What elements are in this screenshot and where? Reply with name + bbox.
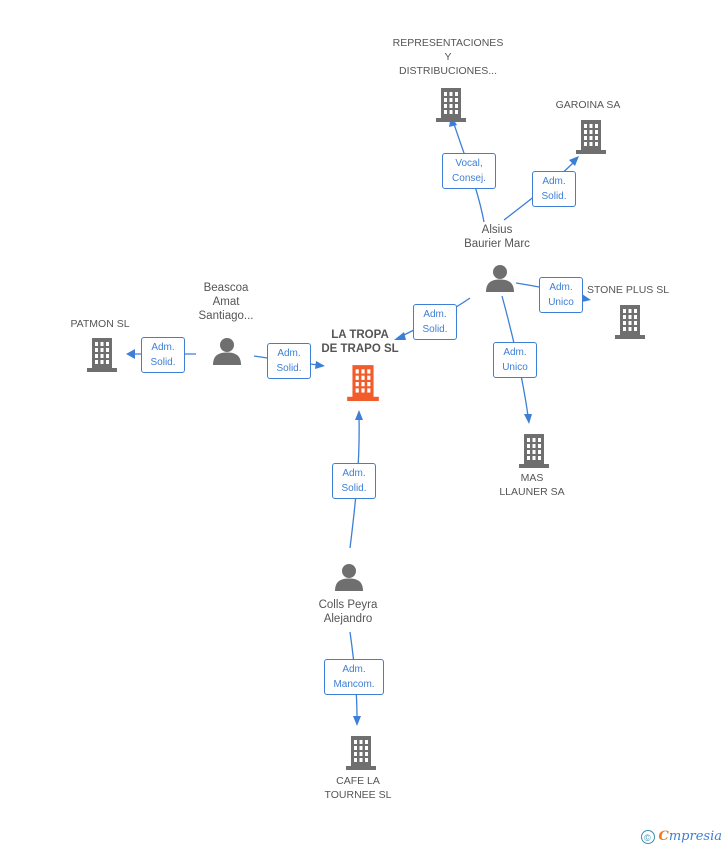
person-name-beascoa[interactable]: Beascoa Amat Santiago...	[198, 282, 254, 322]
arrowhead	[355, 410, 363, 420]
relation-label-beascoa-main[interactable]: Adm. Solid.	[267, 343, 311, 379]
arrowhead	[315, 361, 325, 369]
relation-label-alsius-mas[interactable]: Adm. Unico	[493, 342, 537, 378]
relation-label-colls-main[interactable]: Adm. Solid.	[332, 463, 376, 499]
arrowhead	[353, 716, 361, 726]
company-name-garoina[interactable]: GAROINA SA	[555, 99, 621, 111]
person-name-alsius[interactable]: Alsius Baurier Marc	[464, 224, 530, 250]
relation-label-beascoa-patmon[interactable]: Adm. Solid.	[141, 337, 185, 373]
arrowhead	[126, 349, 135, 359]
relation-label-alsius-main[interactable]: Adm. Solid.	[413, 304, 457, 340]
brand-footer[interactable]: © Cmpresia	[640, 829, 723, 844]
person-name-colls[interactable]: Colls Peyra Alejandro	[318, 599, 378, 625]
company-name-stone-plus[interactable]: STONE PLUS SL	[586, 284, 670, 296]
arrowhead	[569, 156, 579, 166]
company-name-patmon[interactable]: PATMON SL	[70, 318, 130, 330]
company-name-mas-llauner[interactable]: MAS LLAUNER SA	[499, 472, 565, 498]
building-icon[interactable]	[436, 88, 466, 122]
building-icon[interactable]	[615, 305, 645, 339]
arrowhead	[524, 414, 532, 424]
relation-label-alsius-stone[interactable]: Adm. Unico	[539, 277, 583, 313]
copyright-icon: ©	[640, 829, 655, 844]
person-icon[interactable]	[213, 338, 241, 365]
company-name-cafe-la-tournee[interactable]: CAFE LA TOURNEE SL	[324, 775, 392, 801]
building-icon[interactable]	[576, 120, 606, 154]
building-icon[interactable]	[346, 736, 376, 770]
person-icon[interactable]	[486, 265, 514, 292]
relation-label-alsius-garoina[interactable]: Adm. Solid.	[532, 171, 576, 207]
main-company-building-icon[interactable]	[347, 365, 379, 401]
person-icon[interactable]	[335, 564, 363, 591]
arrowhead	[394, 332, 406, 340]
arrowhead	[582, 294, 591, 302]
company-name-representaciones[interactable]: REPRESENTACIONES Y DISTRIBUCIONES...	[392, 37, 504, 77]
brand-logo: Cmpresia	[658, 829, 723, 844]
building-icon[interactable]	[87, 338, 117, 372]
main-company-name[interactable]: LA TROPA DE TRAPO SL	[321, 329, 399, 355]
relation-label-colls-cafe[interactable]: Adm. Mancom.	[324, 659, 384, 695]
building-icon[interactable]	[519, 434, 549, 468]
relation-label-alsius-representaciones[interactable]: Vocal, Consej.	[442, 153, 496, 189]
